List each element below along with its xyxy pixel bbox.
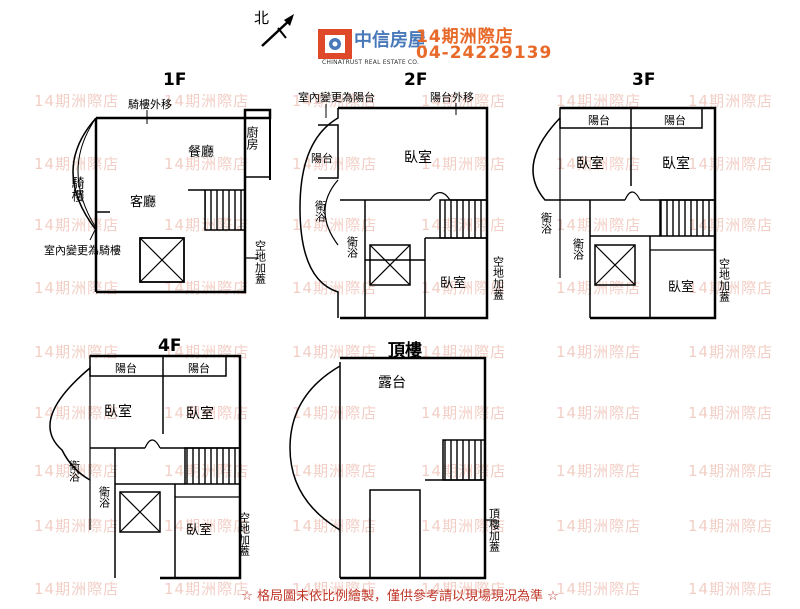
label-3f-balcony-left: 陽台 xyxy=(588,113,610,127)
north-arrow-icon xyxy=(261,14,294,47)
floor-title-1f: 1F xyxy=(163,70,187,90)
floor-title-roof: 頂樓 xyxy=(388,341,422,361)
label-3f-bedroom-left: 臥室 xyxy=(576,155,604,172)
plan-roof: 露台 頂樓加蓋 xyxy=(289,356,501,580)
store-name: 14期洲際店 xyxy=(416,27,514,47)
label-1f-arcade: 騎樓 xyxy=(69,176,85,202)
floor-title-4f: 4F xyxy=(158,336,182,356)
north-label: 北 xyxy=(254,9,270,27)
label-2f-bath-left: 衛浴 xyxy=(314,200,327,223)
label-4f-bedroom-right: 臥室 xyxy=(186,405,214,422)
label-2f-balcony-out: 陽台外移 xyxy=(430,90,474,104)
plan-3f: 陽台 陽台 臥室 臥室 衛浴 衛浴 臥室 空地加蓋 xyxy=(532,106,731,320)
brand-subtitle: CHINATRUST REAL ESTATE CO. xyxy=(322,59,420,66)
label-4f-bedroom-bottom: 臥室 xyxy=(186,522,212,538)
plan-1f: 騎樓外移 騎樓 餐廳 廚房 客廳 室內變更為騎樓 空地加蓋 xyxy=(44,97,272,294)
label-3f-bedroom-bottom: 臥室 xyxy=(668,279,694,295)
label-1f-arcade-out: 騎樓外移 xyxy=(128,97,172,111)
label-4f-bath-mid: 衛浴 xyxy=(98,486,111,509)
store-phone: 04-24229139 xyxy=(416,43,553,63)
disclaimer-footer: ☆ 格局圖未依比例繪製，僅供參考請以現場現況為準 ☆ xyxy=(241,589,559,604)
label-4f-balcony-left: 陽台 xyxy=(115,361,137,375)
brand-name: 中信房屋 xyxy=(354,30,426,51)
label-2f-bedroom-bottom: 臥室 xyxy=(440,275,466,291)
label-3f-vacant-addition: 空地加蓋 xyxy=(718,257,731,302)
label-roof-addition: 頂樓加蓋 xyxy=(488,508,501,552)
plan-4f: 陽台 陽台 臥室 臥室 衛浴 衛浴 臥室 空地加蓋 xyxy=(49,354,251,580)
label-3f-bedroom-right: 臥室 xyxy=(662,155,690,172)
label-2f-bath-mid: 衛浴 xyxy=(346,236,359,259)
label-4f-bedroom-left: 臥室 xyxy=(104,403,132,420)
label-2f-bedroom-top: 臥室 xyxy=(404,149,432,166)
label-1f-indoor-to-arcade: 室內變更為騎樓 xyxy=(44,243,121,257)
label-2f-balcony: 陽台 xyxy=(311,151,333,165)
label-1f-kitchen: 廚房 xyxy=(245,125,259,150)
plan-2f: 室內變更為陽台 陽台外移 陽台 臥室 衛浴 衛浴 臥室 空地加蓋 xyxy=(298,90,505,320)
label-3f-bath-left: 衛浴 xyxy=(540,212,553,235)
floor-title-3f: 3F xyxy=(632,70,656,90)
label-4f-bath-left: 衛浴 xyxy=(68,460,81,483)
label-roof-terrace: 露台 xyxy=(378,375,406,391)
label-2f-vacant-addition: 空地加蓋 xyxy=(492,255,505,300)
brand-logo-icon xyxy=(318,29,352,59)
label-3f-balcony-right: 陽台 xyxy=(664,113,686,127)
label-1f-living: 客廳 xyxy=(130,194,156,210)
label-1f-vacant-addition: 空地加蓋 xyxy=(254,239,267,284)
label-4f-balcony-right: 陽台 xyxy=(188,361,210,375)
label-3f-bath-mid: 衛浴 xyxy=(572,238,585,261)
floor-title-2f: 2F xyxy=(404,70,428,90)
label-1f-dining: 餐廳 xyxy=(188,144,214,160)
label-4f-vacant-addition: 空地加蓋 xyxy=(238,511,251,556)
label-2f-indoor-to-balcony: 室內變更為陽台 xyxy=(298,90,375,104)
